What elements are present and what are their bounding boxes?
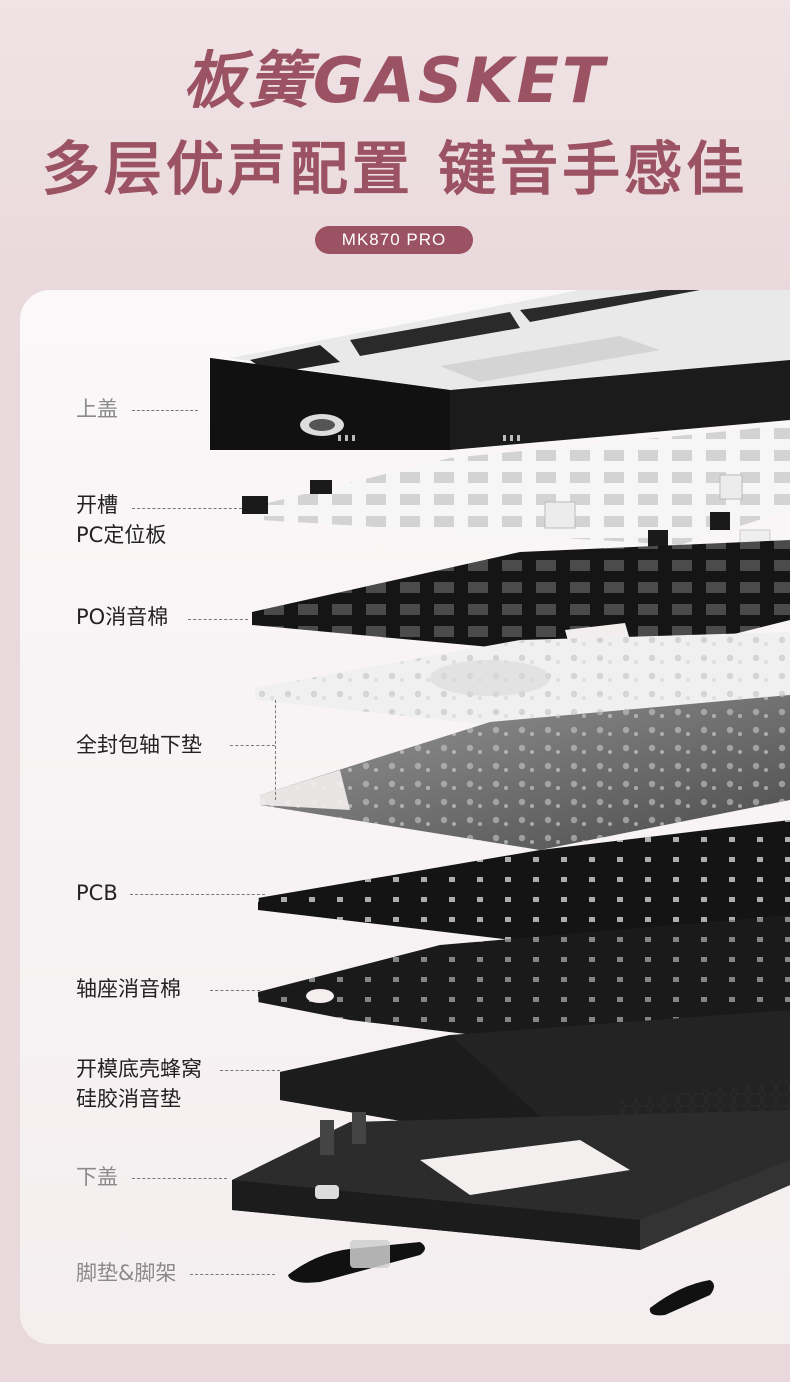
pcb-layer [258,820,790,955]
label-po-foam: PO消音棉 [76,605,169,629]
leader-bottom-cover [132,1178,227,1179]
label-feet: 脚垫&脚架 [76,1261,177,1285]
leader-honeycomb [220,1070,280,1071]
headline-title: 板簧GASKET [182,44,608,117]
feet-layer [288,1240,714,1316]
bottom-case-layer [232,1110,790,1250]
label-bottom-cover: 下盖 [76,1165,118,1189]
pc-plate-layer [242,425,790,559]
leader-top-cover [132,410,198,411]
model-badge: MK870 PRO [315,226,473,254]
leader-switch-pad [230,745,275,746]
top-cover-layer [210,290,790,450]
label-honeycomb-line2: 硅胶消音垫 [76,1087,181,1111]
switch-pad-lower-layer [260,695,790,850]
leader-pc-plate [132,508,242,509]
leader-switch-pad-bracket [275,700,276,800]
header-banner: 板簧GASKET 多层优声配置 键音手感佳 MK870 PRO [0,0,790,290]
leader-feet [190,1274,275,1275]
exploded-view-card: 上盖 开槽 PC定位板 PO消音棉 全封包轴下垫 PCB 轴座消音棉 开模底壳蜂… [20,290,790,1344]
label-honeycomb-line1: 开模底壳蜂窝 [76,1057,202,1081]
leader-po-foam [188,619,248,620]
label-top-cover: 上盖 [76,397,118,421]
label-switch-pad: 全封包轴下垫 [76,733,202,757]
keyboard-exploded-illustration [210,290,790,1316]
label-pc-plate-line2: PC定位板 [76,523,167,547]
leader-socket-foam [210,990,260,991]
label-pc-plate-line1: 开槽 [76,493,118,517]
label-socket-foam: 轴座消音棉 [76,977,181,1001]
headline-subtitle: 多层优声配置 键音手感佳 [41,135,749,203]
leader-pcb [130,894,265,895]
switch-pad-upper-layer [255,632,790,725]
label-pcb: PCB [76,881,118,905]
